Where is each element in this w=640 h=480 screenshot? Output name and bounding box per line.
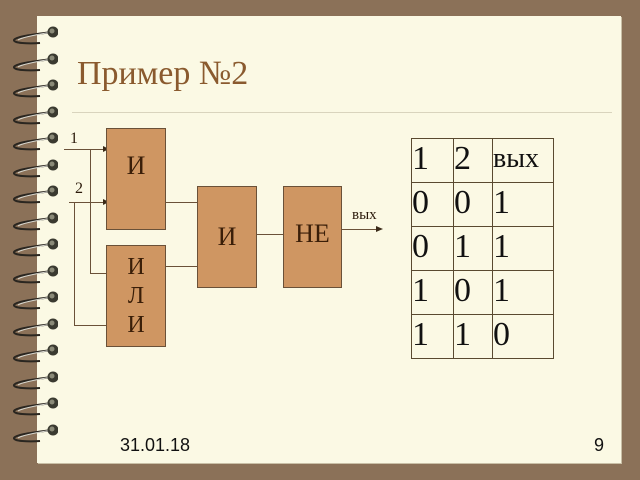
table-cell: 1	[453, 226, 493, 271]
gate-and-2: И	[197, 186, 257, 288]
binding-ring-icon	[13, 397, 58, 416]
table-cell: 1	[492, 182, 554, 227]
gate-or: И Л И	[106, 245, 166, 347]
wire-and1-to-and2	[165, 202, 198, 203]
wire-input2-branch	[74, 202, 75, 326]
title-divider	[72, 112, 612, 113]
table-row: 1 0 1	[411, 270, 554, 315]
table-row: 1 1 0	[411, 314, 554, 359]
gate-label: И	[126, 151, 146, 180]
gate-and-1: И	[106, 128, 166, 230]
wire-input2	[69, 202, 106, 203]
input-label-1: 1	[70, 130, 78, 147]
table-cell: 1	[453, 314, 493, 359]
gate-not: НЕ	[283, 186, 342, 288]
slide-number: 9	[594, 435, 605, 455]
table-cell: 1	[492, 270, 554, 315]
binding-ring-icon	[13, 132, 58, 151]
binding-ring-icon	[13, 265, 58, 283]
binding-ring-icon	[13, 212, 58, 230]
slide-date: 31.01.18	[120, 435, 191, 455]
binding-ring-icon	[13, 238, 58, 257]
wire-input1	[64, 149, 106, 150]
binding-ring-icon	[13, 344, 58, 363]
table-cell: 0	[453, 270, 493, 315]
truth-table: 1 2 вых 0 0 1 0 1 1 1 0 1 1 1 0	[411, 138, 554, 359]
table-cell: 1	[411, 270, 454, 315]
wire-input1-to-or	[90, 273, 107, 274]
wire-input1-branch	[90, 149, 91, 274]
table-cell: 0	[411, 182, 454, 227]
gate-label: Л	[127, 282, 145, 309]
arrow-icon	[376, 226, 383, 232]
table-header: 2	[453, 138, 493, 183]
binding-ring-icon	[13, 318, 58, 336]
table-row: 0 0 1	[411, 182, 554, 227]
wire-or-to-and2	[165, 266, 198, 267]
gate-label: И	[127, 253, 145, 280]
table-cell: 1	[492, 226, 554, 271]
gate-label: И	[127, 311, 145, 338]
output-label: вых	[352, 207, 377, 223]
input-label-2: 2	[75, 180, 83, 197]
table-cell: 1	[411, 314, 454, 359]
table-cell: 0	[453, 182, 493, 227]
wire-input2-to-or	[74, 325, 107, 326]
table-row: 0 1 1	[411, 226, 554, 271]
binding-ring-icon	[13, 79, 58, 98]
table-header: 1	[411, 138, 454, 183]
gate-label: И	[217, 222, 237, 251]
binding-ring-icon	[13, 424, 58, 442]
table-header-row: 1 2 вых	[411, 138, 554, 183]
binding-ring-icon	[13, 291, 58, 310]
wire-output	[341, 229, 377, 230]
wire-and2-to-not	[256, 234, 284, 235]
gate-label: НЕ	[295, 219, 330, 248]
binding-ring-icon	[13, 106, 58, 124]
slide-title: Пример №2	[77, 55, 249, 92]
binding-ring-icon	[13, 371, 58, 389]
table-cell: 0	[411, 226, 454, 271]
table-cell: 0	[492, 314, 554, 359]
binding-ring-icon	[13, 185, 58, 204]
binding-ring-icon	[13, 26, 58, 45]
binding-ring-icon	[13, 53, 58, 71]
table-header: вых	[492, 138, 554, 183]
binding-ring-icon	[13, 159, 58, 177]
